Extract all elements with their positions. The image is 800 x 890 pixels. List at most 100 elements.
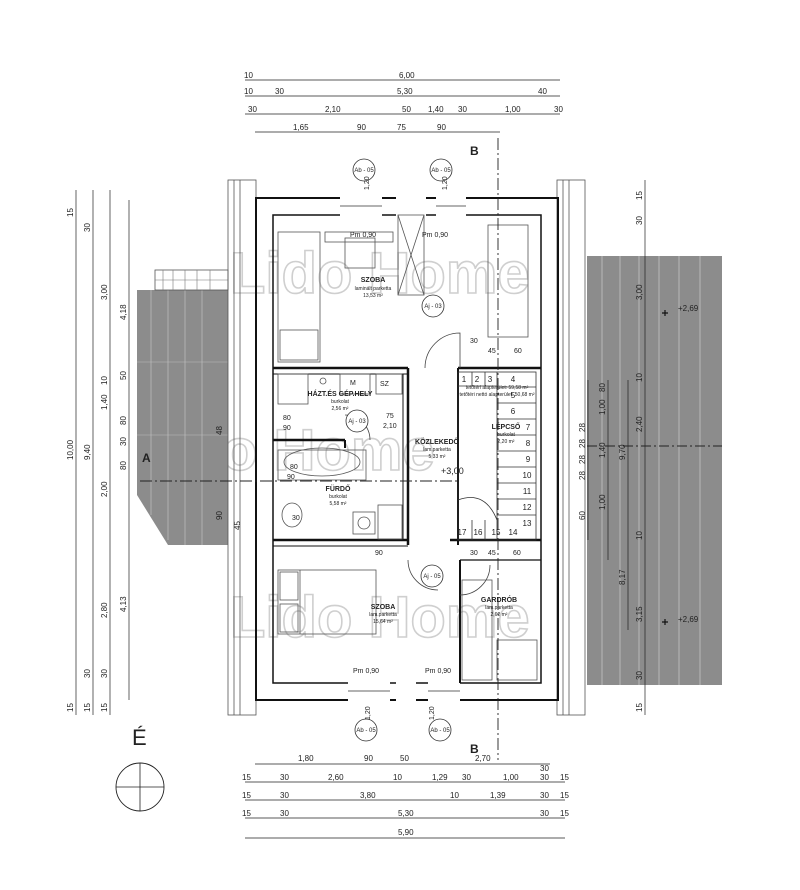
stair-step: 1 [462,375,467,384]
room-name: SZOBA [361,277,386,284]
stair-step: 2 [475,375,480,384]
dim-label: 1,20 [364,176,371,190]
room-name: SZOBA [371,604,396,611]
room-area: 5,58 m² [330,501,347,507]
window-labels: Pm 0,90 Pm 0,90 Pm 0,90 Pm 0,90 [350,232,451,675]
dim-label: 15 [66,208,75,217]
interior-dims: 1,20 1,20 2,10 75 M SZ 80 90 80 90 30 45… [283,176,522,720]
level-mark: +3,00 [441,466,464,476]
dim-label: 30 [280,809,289,818]
door-tag: Ab - 05 [356,728,376,734]
furniture [277,214,538,681]
dim-label: 2,40 [635,416,644,432]
room-labels: SZOBA laminált parketta 13,53 m² HÁZT.ÉS… [308,277,535,625]
room-name: KÖZLEKEDŐ [415,437,460,446]
dim-label: 1,00 [505,105,521,114]
room-label: KÖZLEKEDŐ lam.parketta 5,33 m² [415,437,460,460]
room-sub: lam.parketta [485,605,513,611]
door-tag: Aj - 03 [348,419,366,425]
dim-label: 2,80 [100,602,109,618]
section-label: B [470,144,479,158]
dim-label: 2,10 [325,105,341,114]
dim-label: 30 [280,791,289,800]
section-label: B [470,742,479,756]
dim-label: 15 [560,791,569,800]
stair-step: 11 [523,487,532,496]
room-sub: burkolat [331,399,349,405]
dim-label: 3,00 [100,284,109,300]
stair-step: 14 [509,528,518,537]
dim-label: 1,80 [298,754,314,763]
stair-step: 5 [511,391,516,400]
room-name: LÉPCSŐ [492,422,521,431]
dim-label: 90 [364,754,373,763]
dim-label: M [350,380,356,387]
dim-label: 60 [514,348,522,355]
dim-label: 90 [283,425,291,432]
dim-label: 30 [540,773,549,782]
level-mark-right: +2,69 [678,304,699,313]
room-area: 2,56 m² [332,406,349,412]
room-area: 2,20 m² [498,439,515,445]
room-area: 13,53 m² [363,293,383,299]
dim-label: 10 [635,531,644,540]
dim-label: 90 [287,474,295,481]
dim-label: 10 [100,376,109,385]
window-label: Pm 0,90 [422,232,448,239]
window-label: Pm 0,90 [425,668,451,675]
dim-label: 60 [578,511,587,520]
dim-label: 40 [538,87,547,96]
dim-label: 10 [244,87,253,96]
dim-label: 75 [386,413,394,420]
dim-label: 3,00 [635,284,644,300]
dim-label: 2,00 [100,481,109,497]
dim-label: 30 [83,223,92,232]
dim-label: 90 [375,550,383,557]
dim-label: 15 [242,809,251,818]
bottom-dimension-chains [245,763,565,839]
dim-label: 80 [283,415,291,422]
dim-label: 45 [488,550,496,557]
stair-step: 12 [523,503,532,512]
room-area: 5,33 m² [429,454,446,460]
dim-label: 10 [635,373,644,382]
dim-label: 30 [280,773,289,782]
dim-label: 30 [275,87,284,96]
left-dimension-labels: 15 10,00 15 30 9,40 30 15 3,00 10 1,40 2… [66,208,242,712]
room-label: SZOBA laminált parketta 13,53 m² [355,277,392,299]
stair-step: 13 [523,519,532,528]
dim-label: 90 [437,123,446,132]
dim-label: 2,60 [328,773,344,782]
window-label: Pm 0,90 [353,668,379,675]
door-tag: Aj - 03 [424,304,442,310]
dim-label: 15 [83,703,92,712]
bottom-dimension-labels: 1,80 90 50 2,70 30 15 30 2,60 10 1,29 30… [242,754,569,837]
room-name: FÜRDŐ [326,484,351,493]
dim-label: 30 [462,773,471,782]
room-area: 2,62 m² [491,612,508,618]
section-label: A [142,451,151,465]
level-mark-right: +2,69 [678,615,699,624]
dim-label: 30 [292,515,300,522]
window-label: Pm 0,90 [350,232,376,239]
left-dimension-chains [75,190,130,715]
dim-label: 10 [393,773,402,782]
dim-label: 1,40 [598,442,607,458]
room-label: HÁZT.ÉS GÉP.HELY burkolat 2,56 m² [308,389,373,412]
dim-label: 30 [635,216,644,225]
dim-label: 80 [290,464,298,471]
room-label: FÜRDŐ burkolat 5,58 m² [326,484,351,507]
dim-label: 90 [357,123,366,132]
dim-label: 30 [540,764,549,773]
room-label: GARDRÓB lam.parketta 2,62 m² [481,595,517,618]
dim-label: 1,20 [429,706,436,720]
dim-label: 6,00 [399,71,415,80]
dim-label: 80 [119,416,128,425]
dim-label: 15 [560,809,569,818]
dim-label: 8,17 [618,569,627,585]
room-sub: burkolat [497,432,515,438]
room-sub: lam.parketta [423,447,451,453]
dim-label: 1,39 [490,791,506,800]
dim-label: 30 [248,105,257,114]
